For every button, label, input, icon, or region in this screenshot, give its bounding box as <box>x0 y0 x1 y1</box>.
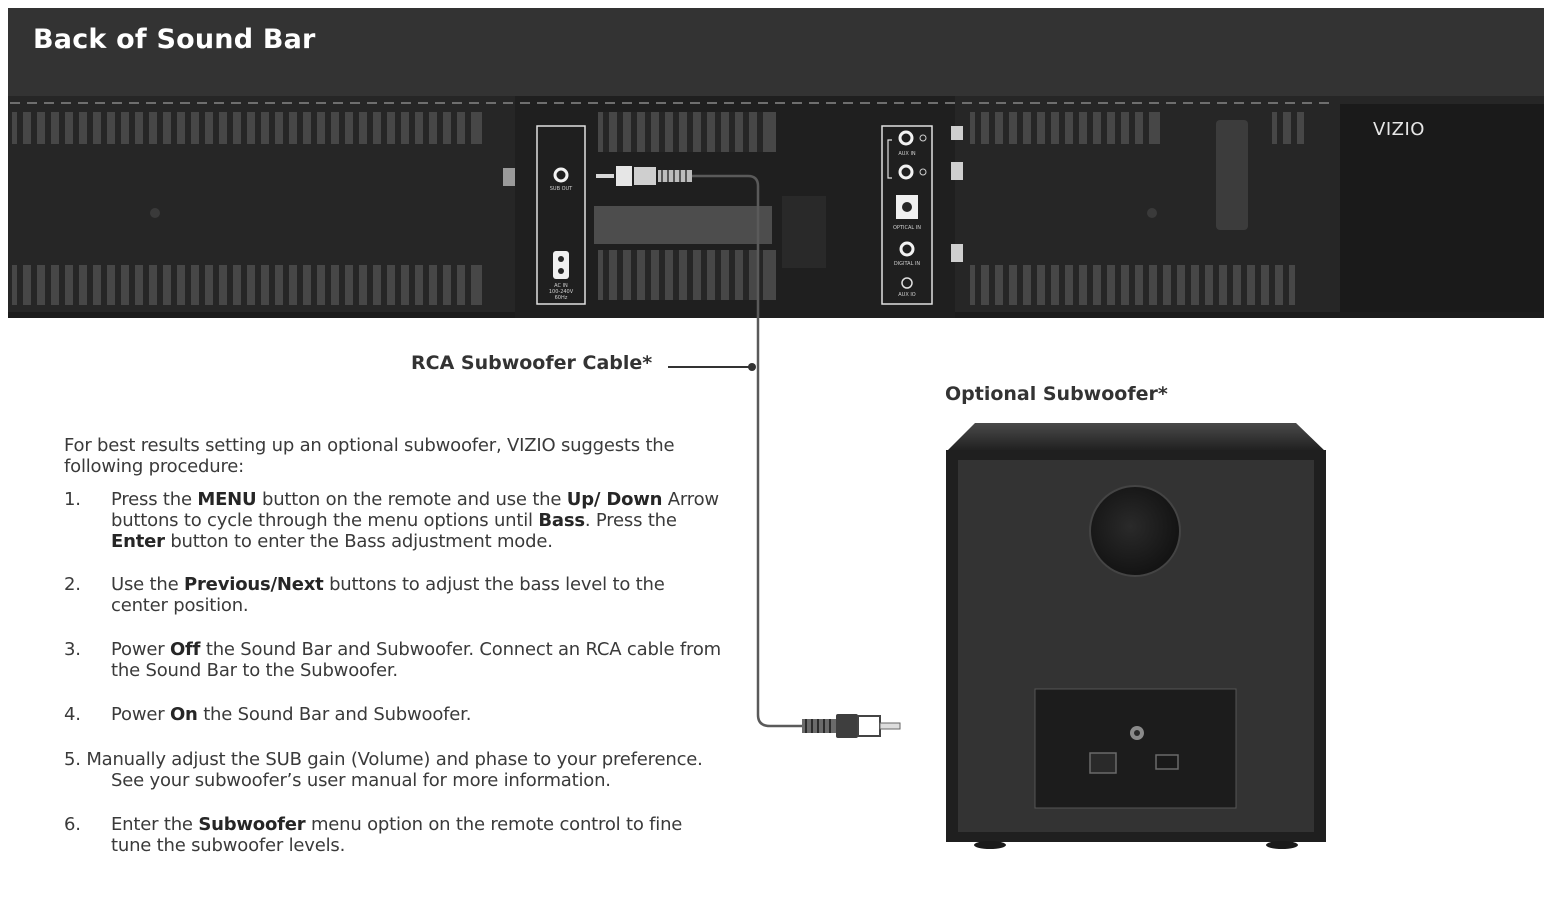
step-number: 3. <box>64 639 81 660</box>
ac-in-label: AC IN <box>554 283 568 289</box>
subwoofer-power-switch <box>1089 752 1117 774</box>
subwoofer-callout: Optional Subwoofer* <box>945 383 1168 405</box>
coaxial-in-jack <box>899 241 915 257</box>
optical-in-label: OPTICAL IN <box>893 225 921 231</box>
rca-plug-soundbar <box>596 166 692 186</box>
ac-in-freq-label: 60Hz <box>554 295 568 301</box>
setup-instructions: For best results setting up an optional … <box>64 435 724 856</box>
aux-out-jack <box>901 277 913 289</box>
step-text: Power On the Sound Bar and Subwoofer. <box>111 704 472 725</box>
step-1: 1. Press the MENU button on the remote a… <box>64 489 724 552</box>
step-text: Enter the Subwoofer menu option on the r… <box>111 814 683 856</box>
rca-plug-subwoofer <box>802 714 901 738</box>
cable-callout-leader <box>668 363 756 371</box>
instructions-intro: For best results setting up an optional … <box>64 435 675 477</box>
subwoofer <box>946 423 1326 849</box>
subwoofer-input-panel <box>1034 688 1237 809</box>
step-4: 4. Power On the Sound Bar and Subwoofer. <box>64 704 724 725</box>
step-number: 2. <box>64 574 81 595</box>
step-text: Power Off the Sound Bar and Subwoofer. C… <box>111 639 721 681</box>
cable-callout: RCA Subwoofer Cable* <box>411 352 653 374</box>
step-2: 2. Use the Previous/Next buttons to adju… <box>64 574 724 616</box>
brand-logo: VIZIO <box>1373 119 1425 140</box>
aux-out-label: AUX IO <box>898 292 916 298</box>
sub-out-panel <box>536 125 586 305</box>
step-number: 5. <box>64 749 81 770</box>
power-connector <box>553 251 569 279</box>
step-6: 6. Enter the Subwoofer menu option on th… <box>64 814 724 856</box>
step-3: 3. Power Off the Sound Bar and Subwoofer… <box>64 639 724 681</box>
panel-title: Back of Sound Bar <box>33 24 316 55</box>
input-panel <box>881 125 933 305</box>
step-number: 4. <box>64 704 81 725</box>
step-number: 6. <box>64 814 81 835</box>
step-text: Manually adjust the SUB gain (Volume) an… <box>86 749 703 791</box>
aux-in-label: AUX IN <box>898 151 916 157</box>
subwoofer-power-inlet <box>1155 754 1179 770</box>
aux-in-jack-1 <box>898 130 914 146</box>
step-text: Use the Previous/Next buttons to adjust … <box>111 574 665 616</box>
aux-in-jack-2 <box>898 164 914 180</box>
step-text: Press the MENU button on the remote and … <box>111 489 719 552</box>
subwoofer-driver <box>1089 485 1181 577</box>
step-number: 1. <box>64 489 81 510</box>
sub-out-label: SUB OUT <box>549 186 573 192</box>
rca-cable <box>692 174 804 728</box>
step-5: 5. Manually adjust the SUB gain (Volume)… <box>64 749 724 791</box>
ac-in-spec-label: 100-240V <box>548 289 574 295</box>
coaxial-in-label: DIGITAL IN <box>893 261 921 267</box>
sub-out-jack <box>553 167 569 183</box>
